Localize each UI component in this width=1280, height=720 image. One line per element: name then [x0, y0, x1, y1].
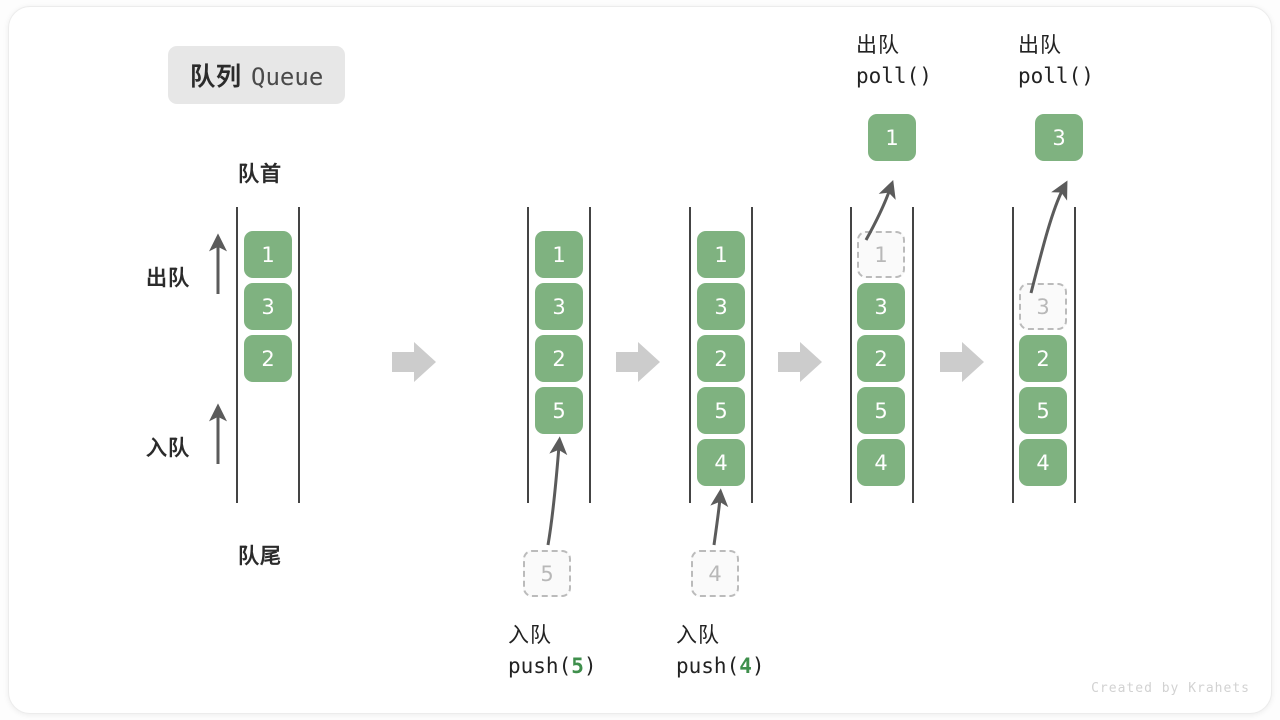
incoming-ghost-cell: 5 [523, 550, 571, 597]
queue-cell: 4 [857, 439, 905, 486]
operation-name: 入队 [508, 623, 552, 647]
operation-name: 入队 [676, 623, 720, 647]
queue-cell: 2 [535, 335, 583, 382]
diagram-card [8, 6, 1272, 714]
rail-right [751, 207, 753, 503]
rail-left [850, 207, 852, 503]
queue-cell: 2 [857, 335, 905, 382]
outgoing-ghost-cell: 1 [857, 231, 905, 278]
title-badge: 队列 Queue [168, 46, 346, 104]
queue-cell: 5 [1019, 387, 1067, 434]
title-chinese: 队列 [190, 62, 243, 91]
operation-code: push(5) [508, 654, 597, 679]
enqueue-side-label: 入队 [146, 436, 190, 460]
operation-caption-poll-3: 出队 poll() [1018, 30, 1094, 92]
operation-code: push(4) [676, 654, 765, 679]
operation-caption-poll-1: 出队 poll() [856, 30, 932, 92]
queue-cell: 2 [244, 335, 292, 382]
polled-value: 1 [868, 114, 916, 161]
rail-right [1074, 207, 1076, 503]
queue-tail-label: 队尾 [238, 544, 282, 568]
operation-name: 出队 [856, 33, 900, 57]
queue-cell-new: 4 [697, 439, 745, 486]
dequeue-side-label: 出队 [146, 266, 190, 290]
rail-left [527, 207, 529, 503]
queue-cell: 3 [244, 283, 292, 330]
operation-code: poll() [856, 64, 932, 89]
operation-caption-push-4: 入队 push(4) [676, 620, 765, 682]
credit-text: Created by Krahets [1091, 681, 1250, 696]
queue-cell: 5 [697, 387, 745, 434]
outgoing-ghost-cell: 3 [1019, 283, 1067, 330]
queue-cell: 2 [697, 335, 745, 382]
operation-code: poll() [1018, 64, 1094, 89]
rail-left [1012, 207, 1014, 503]
operation-name: 出队 [1018, 33, 1062, 57]
queue-cell: 1 [244, 231, 292, 278]
title-english: Queue [251, 63, 324, 91]
queue-cell: 3 [857, 283, 905, 330]
queue-cell: 1 [697, 231, 745, 278]
operation-caption-push-5: 入队 push(5) [508, 620, 597, 682]
queue-cell: 3 [535, 283, 583, 330]
queue-head-label: 队首 [238, 162, 282, 186]
queue-cell: 5 [857, 387, 905, 434]
rail-left [236, 207, 238, 503]
rail-right [298, 207, 300, 503]
queue-cell: 2 [1019, 335, 1067, 382]
queue-cell-new: 5 [535, 387, 583, 434]
rail-left [689, 207, 691, 503]
queue-cell: 4 [1019, 439, 1067, 486]
queue-cell: 3 [697, 283, 745, 330]
polled-value: 3 [1035, 114, 1083, 161]
queue-cell: 1 [535, 231, 583, 278]
rail-right [589, 207, 591, 503]
rail-right [912, 207, 914, 503]
incoming-ghost-cell: 4 [691, 550, 739, 597]
